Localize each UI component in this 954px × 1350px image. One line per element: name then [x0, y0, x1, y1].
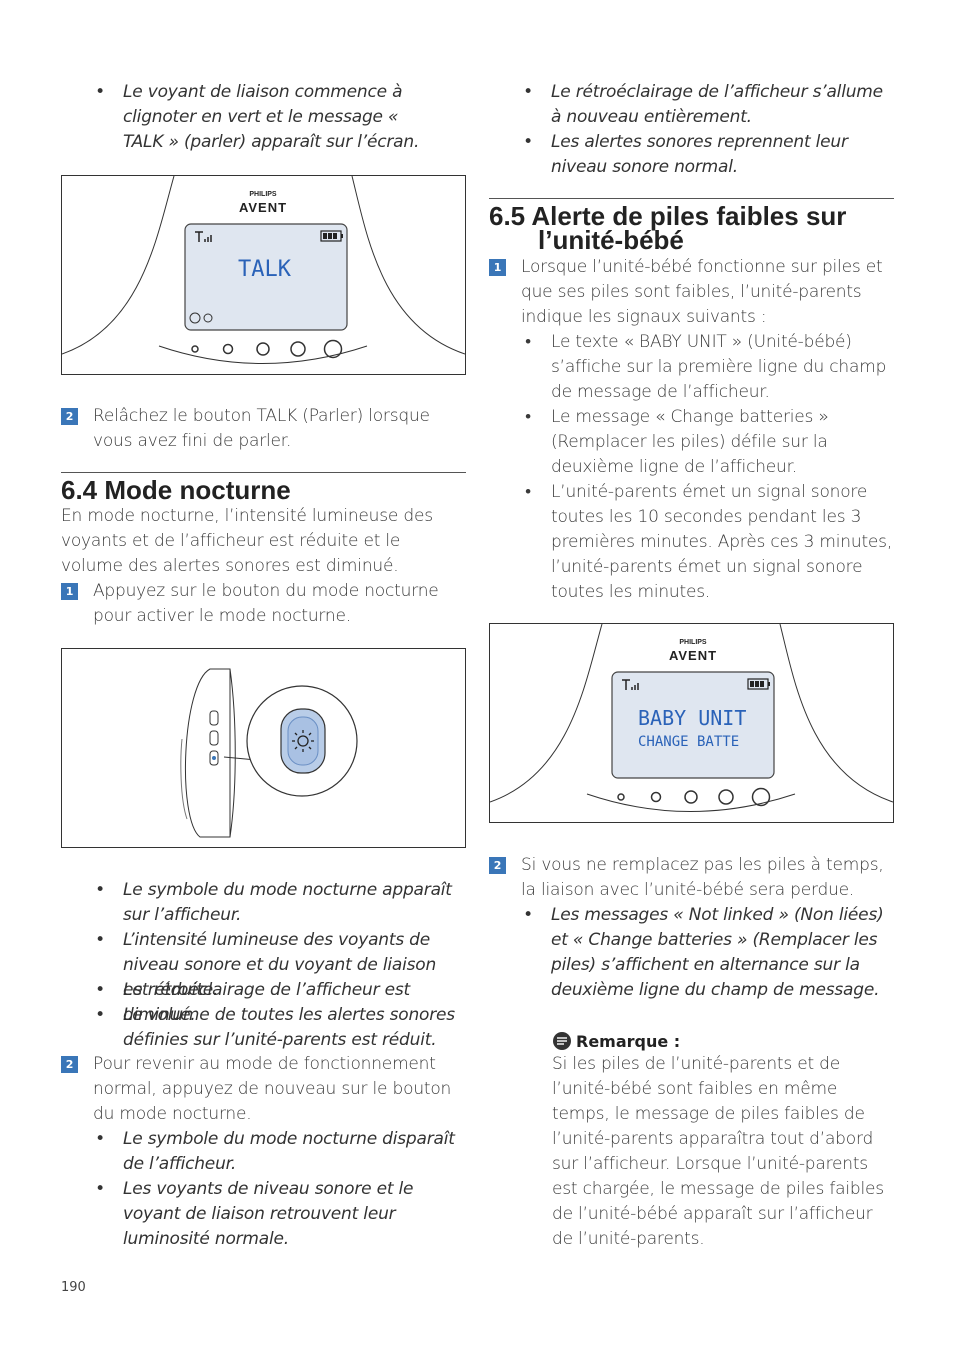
step-text: Appuyez sur le bouton du mode nocturne p…	[93, 581, 439, 626]
step-2: 2 Pour revenir au mode de fonctionnement…	[61, 1052, 466, 1127]
list-item: • Le symbole du mode nocturne apparaît s…	[93, 878, 466, 928]
figure-talk: TALK PHILIPS AVENT	[61, 175, 466, 375]
list-item: • Les voyants de niveau sonore et le voy…	[93, 1177, 466, 1249]
section-title-line-1: 6.5 Alerte de piles faibles sur	[489, 201, 847, 231]
bullet-text: Le symbole du mode nocturne disparaît de…	[123, 1129, 455, 1174]
parent-unit-illustration: TALK PHILIPS AVENT	[62, 176, 465, 364]
talk-mode-icon	[189, 312, 213, 324]
section-intro: En mode nocturne, l’intensité lumineuse …	[61, 506, 433, 576]
step-text: Lorsque l’unité-bébé fonctionne sur pile…	[521, 257, 883, 327]
note-text: Si les piles de l’unité-parents et de l’…	[552, 1054, 884, 1249]
lcd-screen	[611, 671, 775, 779]
step-number-badge: 2	[61, 408, 78, 425]
sun-moon-icon	[292, 730, 314, 752]
list-item: • Le voyant de liaison commence à cligno…	[93, 80, 433, 155]
page-number: 190	[61, 1280, 86, 1295]
list-item: • Les messages « Not linked » (Non liées…	[521, 903, 894, 1003]
section-title-line-2: l’unité-bébé	[538, 225, 684, 255]
control-buttons	[617, 787, 771, 807]
night-mode-indicator-icon	[212, 756, 216, 760]
lcd-line-1: BABY UNIT	[638, 706, 746, 730]
figure-baby-unit: BABY UNIT CHANGE BATTE PHILIPS AVENT	[489, 623, 894, 823]
step-text: Relâchez le bouton TALK (Parler) lorsque…	[93, 406, 430, 451]
step-2: 2 Si vous ne remplacez pas les piles à t…	[489, 853, 894, 903]
section-divider	[489, 198, 894, 199]
lcd-line-2: CHANGE BATTE	[638, 734, 739, 750]
bullet-text: Le message « Change batteries » (Remplac…	[551, 407, 829, 477]
list-item: • L’intensité lumineuse des voyants de n…	[93, 928, 466, 1000]
section-divider	[61, 472, 466, 473]
bullet-text: L’unité-parents émet un signal sonore to…	[551, 482, 893, 602]
step-1: 1 Lorsque l’unité-bébé fonctionne sur pi…	[489, 255, 894, 330]
lcd-message: TALK	[238, 257, 292, 282]
step-number-badge: 1	[489, 259, 506, 276]
bullet-text: Les voyants de niveau sonore et le voyan…	[123, 1179, 414, 1249]
section-title: 6.5 Alerte de piles faibles sur l’unité-…	[489, 201, 894, 255]
step-text: Pour revenir au mode de fonctionnement n…	[93, 1054, 452, 1124]
list-item: • Le texte « BABY UNIT » (Unité-bébé) s’…	[521, 330, 894, 405]
parent-unit-illustration: BABY UNIT CHANGE BATTE PHILIPS AVENT	[490, 624, 893, 812]
step-1: 1 Appuyez sur le bouton du mode nocturne…	[61, 579, 466, 629]
battery-icon	[320, 230, 343, 242]
list-item: • L’unité-parents émet un signal sonore …	[521, 480, 894, 602]
section-title: 6.4 Mode nocturne	[61, 475, 291, 505]
step-number-badge: 2	[489, 857, 506, 874]
signal-icon	[622, 679, 639, 690]
bullet-text: L’intensité lumineuse des voyants de niv…	[123, 930, 437, 1000]
step-text: Si vous ne remplacez pas les piles à tem…	[521, 855, 884, 900]
step-number-badge: 2	[61, 1056, 78, 1073]
note-box: Remarque : Si les piles de l’unité-paren…	[552, 1030, 894, 1252]
bullet-text: Le symbole du mode nocturne apparaît sur…	[123, 880, 452, 925]
list-item: • Le symbole du mode nocturne disparaît …	[93, 1127, 466, 1177]
list-item: • Les alertes sonores reprennent leur ni…	[521, 130, 894, 180]
note-title: Remarque :	[576, 1031, 681, 1051]
figure-night-mode	[61, 648, 466, 848]
lcd-screen	[184, 223, 348, 331]
list-item: • Le volume de toutes les alertes sonore…	[93, 1003, 466, 1053]
brand-logo: AVENT	[239, 200, 287, 215]
brand-logo: AVENT	[669, 648, 717, 663]
brand-label: PHILIPS	[679, 639, 707, 646]
bullet-text: Le voyant de liaison commence à clignote…	[123, 82, 420, 152]
brand-label: PHILIPS	[249, 191, 277, 198]
note-icon	[553, 1032, 571, 1050]
battery-icon	[747, 678, 770, 690]
list-item: • Le rétroéclairage de l’afficheur est d…	[93, 978, 466, 1025]
list-item: • Le message « Change batteries » (Rempl…	[521, 405, 894, 480]
bullet-text: Le texte « BABY UNIT » (Unité-bébé) s’af…	[551, 332, 887, 402]
bullet-text: Les messages « Not linked » (Non liées) …	[551, 905, 884, 1000]
step-number-badge: 1	[61, 583, 78, 600]
bullet-text: Le volume de toutes les alertes sonores …	[123, 1005, 455, 1050]
bullet-text: Le rétroéclairage de l’afficheur s’allum…	[551, 82, 883, 127]
list-item: • Le rétroéclairage de l’afficheur s’all…	[521, 80, 894, 130]
step-2: 2 Relâchez le bouton TALK (Parler) lorsq…	[61, 404, 466, 454]
bullet-text: Le rétroéclairage de l’afficheur est dim…	[123, 980, 410, 1025]
signal-icon	[195, 231, 212, 242]
bullet-text: Les alertes sonores reprennent leur nive…	[551, 132, 848, 177]
control-buttons	[191, 339, 343, 359]
night-mode-illustration	[180, 668, 358, 838]
